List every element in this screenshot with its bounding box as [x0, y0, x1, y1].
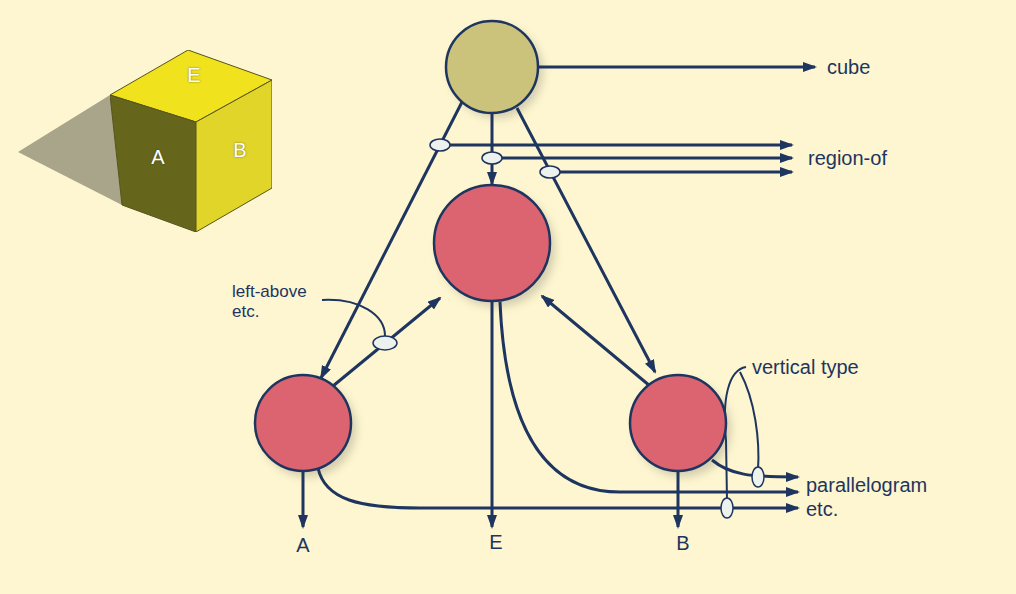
output-label: E: [489, 530, 502, 554]
output-label: B: [676, 531, 689, 555]
cube-shadow: [18, 95, 122, 205]
output-label: A: [296, 533, 309, 557]
concept-circle: [446, 21, 538, 113]
region-circle: [630, 375, 726, 471]
face-letter: E: [187, 65, 200, 85]
face-letter: B: [233, 140, 246, 160]
output-label: region-of: [808, 146, 887, 170]
relation-note: left-above etc.: [232, 282, 332, 323]
cube-side-face: B: [196, 80, 272, 232]
callout-label: vertical type: [752, 355, 859, 379]
output-label: cube: [827, 55, 870, 79]
output-label: parallelogram etc.: [806, 473, 956, 521]
cube-front-face: A: [110, 95, 196, 232]
region-circle: [434, 185, 550, 301]
face-letter: A: [151, 147, 164, 167]
region-circle: [255, 375, 351, 471]
